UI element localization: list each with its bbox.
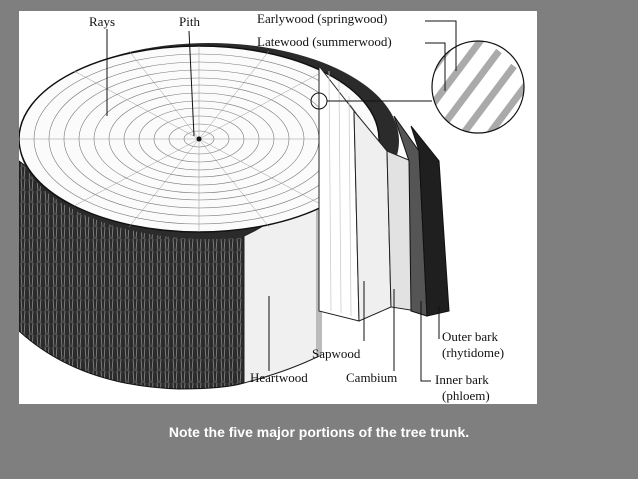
label-outer-bark-sub: (rhytidome) xyxy=(442,345,504,360)
outer-bark-layer-1 xyxy=(393,115,428,317)
label-sapwood: Sapwood xyxy=(312,346,361,361)
label-inner-bark-sub: (phloem) xyxy=(442,388,490,403)
label-inner-bark: Inner bark xyxy=(435,372,489,387)
slide-caption: Note the five major portions of the tree… xyxy=(168,424,470,440)
label-pith: Pith xyxy=(179,14,200,29)
label-latewood: Latewood (summerwood) xyxy=(257,34,392,49)
diagram-panel: Rays Pith Earlywood (springwood) Latewoo… xyxy=(19,11,537,404)
tree-trunk-diagram: Rays Pith Earlywood (springwood) Latewoo… xyxy=(19,11,525,403)
label-earlywood: Earlywood (springwood) xyxy=(257,11,387,26)
outer-bark-layer-2 xyxy=(410,125,450,317)
label-outer-bark: Outer bark xyxy=(442,329,498,344)
magnifier-circle xyxy=(431,40,525,134)
label-cambium: Cambium xyxy=(346,370,397,385)
label-heartwood: Heartwood xyxy=(250,370,308,385)
label-rays: Rays xyxy=(89,14,115,29)
pith xyxy=(196,136,202,142)
